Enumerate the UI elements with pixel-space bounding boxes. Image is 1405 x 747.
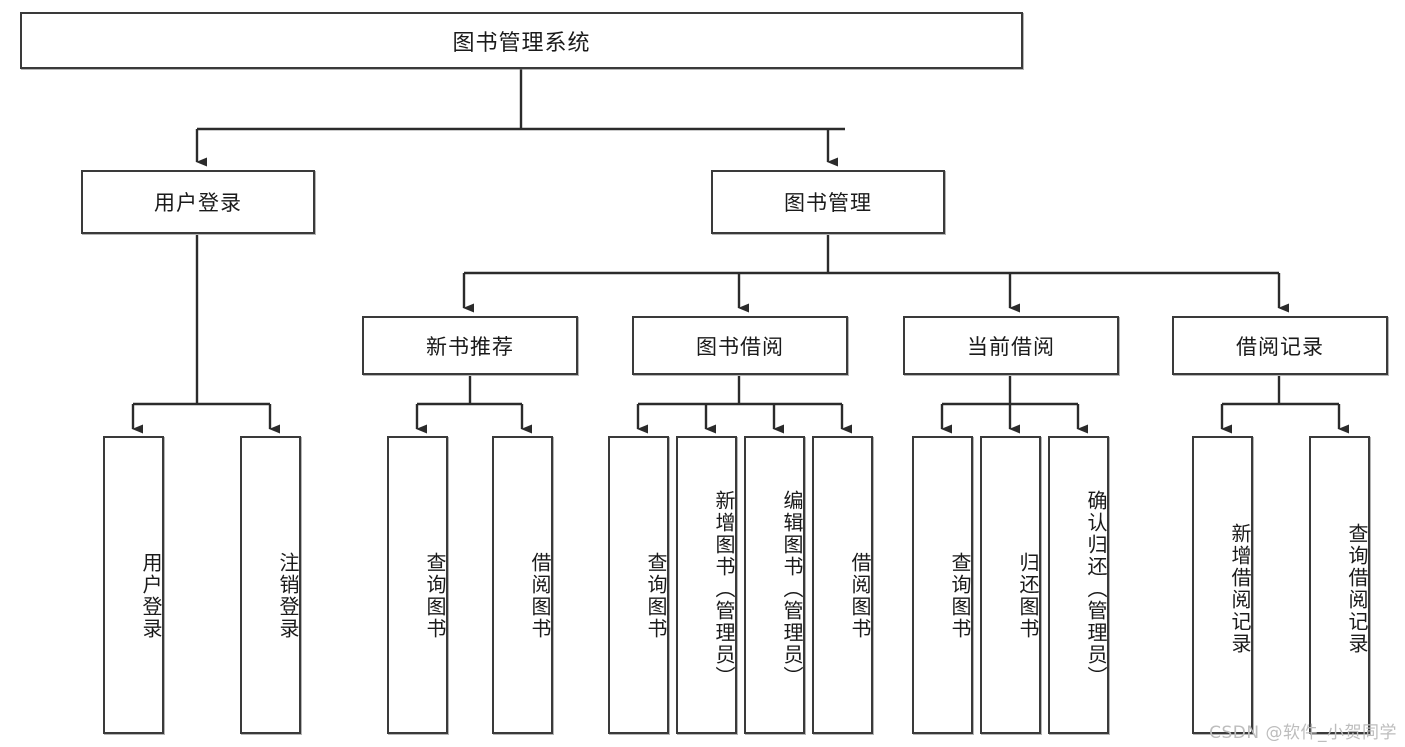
leaf-return-book[interactable]: 归还图书: [980, 436, 1041, 734]
leaf-edit-book-admin[interactable]: 编辑图书（管理员）: [744, 436, 805, 734]
leaf-user-login[interactable]: 用户登录: [103, 436, 164, 734]
leaf-confirm-return-admin[interactable]: 确认归还（管理员）: [1048, 436, 1109, 734]
leaf-borrow-book-recommend[interactable]: 借阅图书: [492, 436, 553, 734]
node-borrow-record[interactable]: 借阅记录: [1172, 316, 1388, 375]
leaf-query-borrow-record[interactable]: 查询借阅记录: [1309, 436, 1370, 734]
leaf-query-book-borrow[interactable]: 查询图书: [608, 436, 669, 734]
leaf-borrow-book[interactable]: 借阅图书: [812, 436, 873, 734]
leaf-add-book-admin[interactable]: 新增图书（管理员）: [676, 436, 737, 734]
node-new-book-recommend[interactable]: 新书推荐: [362, 316, 578, 375]
leaf-logout-login[interactable]: 注销登录: [240, 436, 301, 734]
edges-bookborrow-to-leaves: [636, 376, 852, 434]
edges-newbook-to-leaves: [415, 376, 532, 434]
node-user-login[interactable]: 用户登录: [81, 170, 315, 234]
node-root-system[interactable]: 图书管理系统: [20, 12, 1023, 69]
leaf-query-book-current[interactable]: 查询图书: [912, 436, 973, 734]
edges-currentborrow-to-leaves: [940, 376, 1088, 434]
leaf-query-book-recommend[interactable]: 查询图书: [387, 436, 448, 734]
edges-borrowrecord-to-leaves: [1220, 376, 1349, 434]
node-book-borrow[interactable]: 图书借阅: [632, 316, 848, 375]
leaf-add-borrow-record[interactable]: 新增借阅记录: [1192, 436, 1253, 734]
edges-bookmanage-to-level3: [462, 235, 1289, 313]
watermark-credit: CSDN @软件_小贺同学: [1209, 723, 1397, 743]
node-book-manage[interactable]: 图书管理: [711, 170, 945, 234]
edges-root-to-level2: [195, 69, 845, 167]
edges-userlogin-to-leaves: [131, 235, 280, 434]
node-current-borrow[interactable]: 当前借阅: [903, 316, 1119, 375]
